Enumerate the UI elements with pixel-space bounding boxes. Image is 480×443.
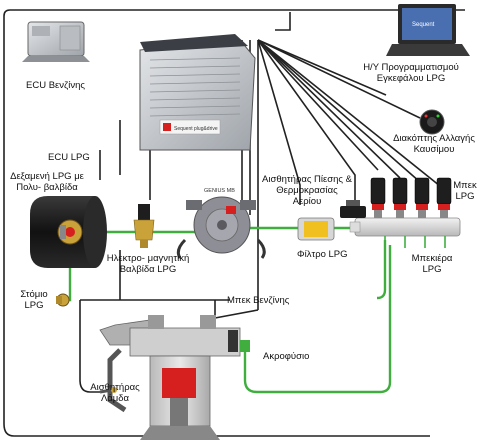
laptop-screen-text: Sequent [412, 22, 435, 28]
reducer-vaporizer: GENIUS MB [178, 188, 264, 258]
engine-cylinder [100, 315, 240, 440]
label-lambda: Αισθητήρας Λάμδα [84, 382, 146, 404]
label-nozzle: Ακροφύσιο [263, 351, 309, 362]
lpg-ecu-unit: Sequent plug&drive [140, 34, 255, 150]
ecu-badge-text: Sequent plug&drive [174, 126, 218, 132]
label-filler: Στόμιο LPG [16, 289, 52, 311]
label-rail: Μπεκιέρα LPG [407, 253, 457, 275]
label-solenoid: Ηλεκτρο- μαγνητική Βαλβίδα LPG [100, 253, 196, 275]
lpg-filter-device [298, 218, 334, 240]
lpg-injectors [371, 178, 451, 218]
label-ecu-lpg: ECU LPG [48, 152, 90, 163]
petrol-ecu-unit [22, 22, 90, 62]
label-lpg-injector: Μπεκ LPG [450, 180, 480, 202]
lpg-tank [30, 196, 107, 268]
label-laptop: Η/Υ Προγραμματισμού Εγκεφάλου LPG [356, 62, 466, 84]
label-pressure-sensor: Αισθητήρας Πίεσης & Θερμοκρασίας Αερίου [262, 174, 352, 207]
label-filter: Φίλτρο LPG [297, 249, 348, 260]
label-fuel-switch: Διακόπτης Αλλαγής Καυσίμου [386, 133, 480, 155]
label-ecu-petrol: ECU Βενζίνης [26, 80, 85, 91]
label-tank: Δεξαμενή LPG με Πολυ- βαλβίδα [2, 171, 92, 193]
laptop-computer: Sequent [386, 4, 470, 56]
reducer-badge-text: GENIUS MB [204, 188, 235, 194]
fuel-switch-device [420, 110, 444, 134]
label-petrol-injector: Μπεκ Βενζίνης [227, 295, 289, 306]
solenoid-valve-device [134, 204, 154, 248]
injector-rail [350, 218, 460, 248]
nozzle-device [240, 340, 250, 352]
lpg-filler-device [56, 294, 69, 306]
